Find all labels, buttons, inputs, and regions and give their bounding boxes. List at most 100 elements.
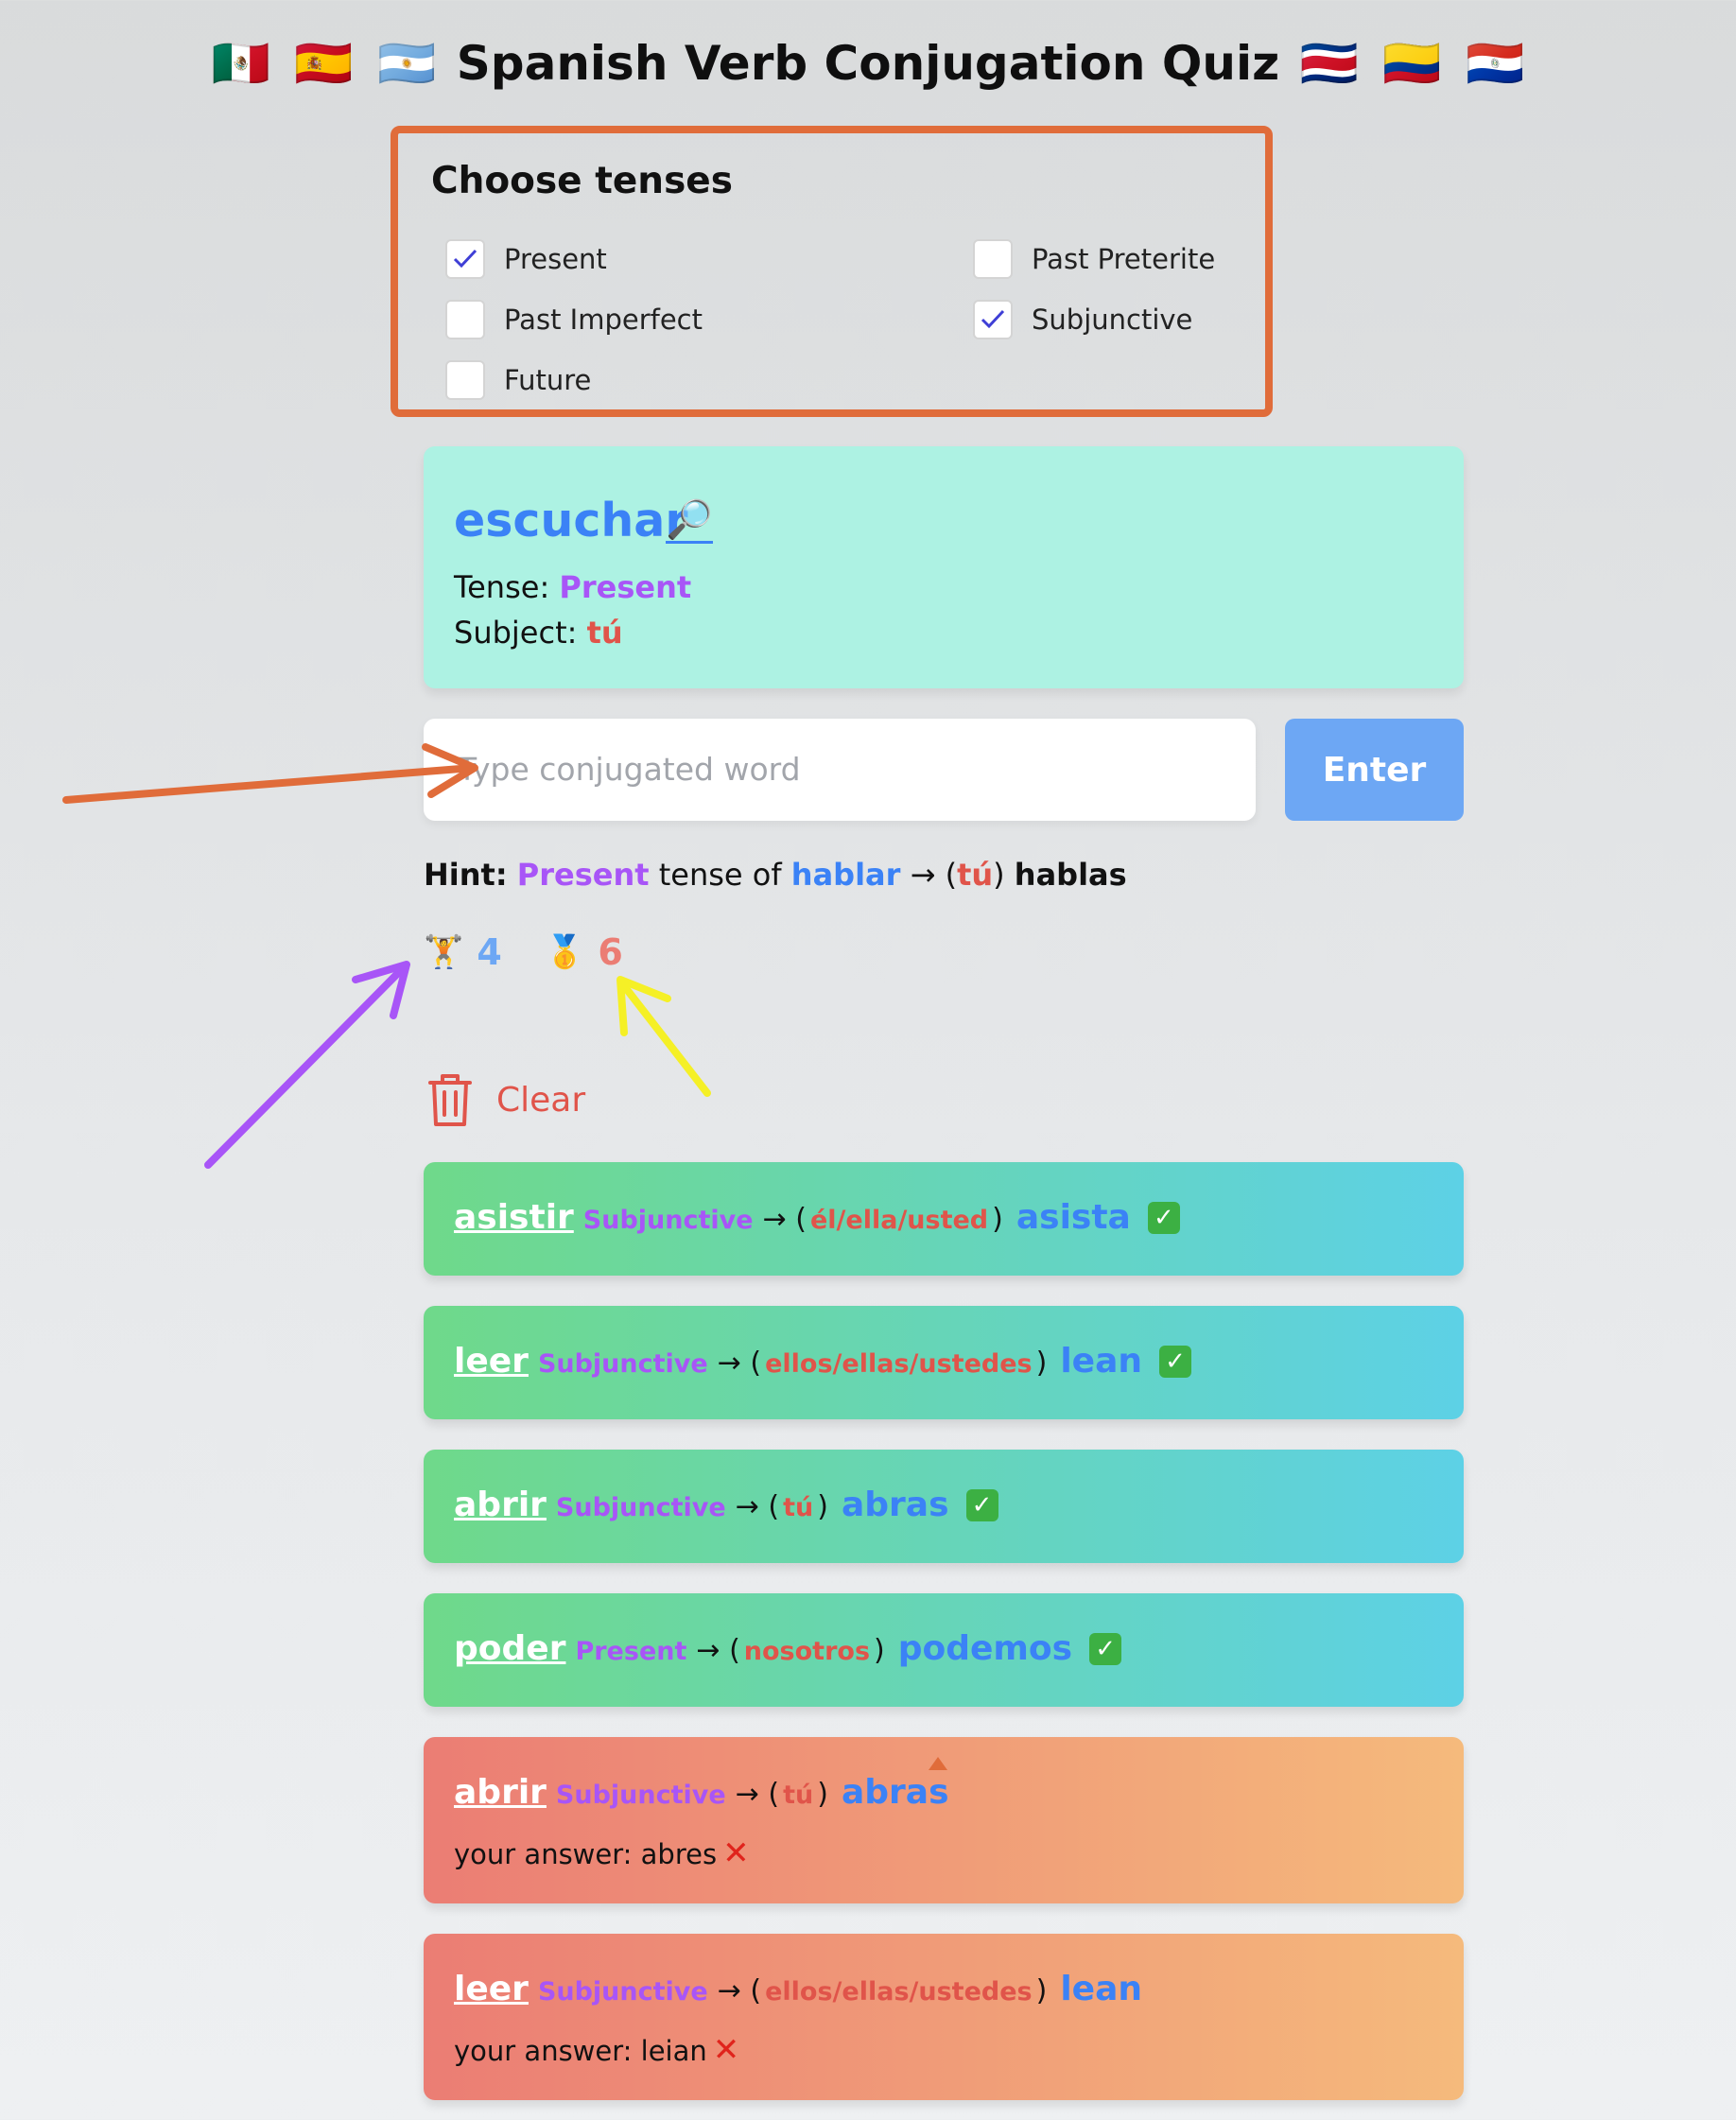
checkbox-future[interactable] bbox=[445, 360, 485, 400]
question-subject: tú bbox=[586, 615, 623, 651]
your-answer-line: your answer: abres✕ bbox=[454, 1834, 750, 1872]
result-tense: Present bbox=[575, 1637, 687, 1666]
arrow-icon: → ( bbox=[717, 1347, 762, 1380]
streak-value: 4 bbox=[477, 931, 502, 973]
cross-mark-icon: ✕ bbox=[722, 1834, 750, 1872]
orange-annotation-arrow bbox=[62, 743, 478, 804]
checkbox-present[interactable] bbox=[445, 239, 485, 279]
question-tense: Present bbox=[559, 569, 692, 605]
yellow-annotation-arrow bbox=[616, 976, 711, 1097]
result-tense: Subjunctive bbox=[537, 1977, 708, 2007]
flag-colombia-icon: 🇨🇴 bbox=[1382, 36, 1442, 91]
subject-label: Subject: bbox=[454, 615, 578, 651]
best-value: 6 bbox=[598, 931, 623, 973]
check-mark-icon: ✓ bbox=[1159, 1345, 1192, 1378]
check-mark-icon: ✓ bbox=[1089, 1632, 1122, 1665]
your-answer-label: your answer: bbox=[454, 2035, 633, 2067]
tense-option-past-imperfect[interactable]: Past Imperfect bbox=[445, 300, 703, 339]
enter-button[interactable]: Enter bbox=[1285, 719, 1464, 821]
paren-close: ) bbox=[817, 1490, 828, 1523]
result-answer: asista bbox=[1016, 1198, 1131, 1237]
tense-option-label: Subjunctive bbox=[1032, 304, 1193, 336]
gold-medal-icon: 🥇 bbox=[545, 933, 585, 971]
streak-score: 🏋️ 4 bbox=[424, 931, 502, 973]
clear-button[interactable]: Clear bbox=[426, 1071, 585, 1128]
flag-paraguay-icon: 🇵🇾 bbox=[1466, 36, 1525, 91]
result-card-correct: asistir Subjunctive → (él/ella/usted) as… bbox=[424, 1162, 1464, 1276]
arrow-icon: → ( bbox=[735, 1490, 780, 1523]
flag-mexico-icon: 🇲🇽 bbox=[211, 36, 270, 91]
result-verb-link[interactable]: leer bbox=[454, 1342, 529, 1381]
tense-option-present[interactable]: Present bbox=[445, 239, 607, 279]
result-verb-link[interactable]: abrir bbox=[454, 1486, 547, 1524]
tense-option-subjunctive[interactable]: Subjunctive bbox=[973, 300, 1192, 339]
result-card-incorrect: leer Subjunctive → (ellos/ellas/ustedes)… bbox=[424, 1934, 1464, 2100]
question-subject-line: Subject: tú bbox=[454, 615, 623, 651]
tense-option-future[interactable]: Future bbox=[445, 360, 591, 400]
tense-chooser: Choose tenses Present Past Imperfect Fut… bbox=[391, 126, 1273, 417]
paren-close: ) bbox=[874, 1634, 885, 1667]
result-verb-link[interactable]: poder bbox=[454, 1629, 566, 1668]
result-tense: Subjunctive bbox=[537, 1349, 708, 1379]
arrow-icon: → bbox=[910, 857, 936, 893]
result-subject: tú bbox=[783, 1781, 814, 1810]
result-subject: él/ella/usted bbox=[809, 1206, 989, 1235]
result-card-incorrect: abrir Subjunctive → (tú) abras your answ… bbox=[424, 1737, 1464, 1903]
result-subject: nosotros bbox=[743, 1637, 871, 1666]
result-tense: Subjunctive bbox=[555, 1781, 726, 1810]
checkbox-subjunctive[interactable] bbox=[973, 300, 1013, 339]
flag-costa-rica-icon: 🇨🇷 bbox=[1299, 36, 1359, 91]
tense-label: Tense: bbox=[454, 569, 550, 605]
arrow-icon: → ( bbox=[696, 1634, 740, 1667]
tense-option-label: Past Preterite bbox=[1032, 243, 1216, 275]
hint-mid: tense of bbox=[658, 857, 782, 893]
question-verb: escuchar bbox=[454, 494, 688, 547]
hint-answer: hablas bbox=[1014, 857, 1127, 893]
question-tense-line: Tense: Present bbox=[454, 569, 691, 605]
magnifier-icon[interactable]: 🔎 bbox=[666, 499, 713, 544]
flag-argentina-icon: 🇦🇷 bbox=[377, 36, 437, 91]
result-subject: ellos/ellas/ustedes bbox=[765, 1977, 1033, 2007]
result-answer: podemos bbox=[897, 1629, 1073, 1668]
result-verb-link[interactable]: leer bbox=[454, 1970, 529, 2008]
result-answer: abras bbox=[841, 1486, 949, 1524]
answer-input[interactable]: Type conjugated word bbox=[424, 719, 1256, 821]
paren-close: ) bbox=[1035, 1347, 1048, 1380]
result-card-correct: poder Present → (nosotros) podemos ✓ bbox=[424, 1593, 1464, 1707]
weightlifter-icon: 🏋️ bbox=[424, 933, 464, 971]
paren-close: ) bbox=[992, 1203, 1003, 1236]
flag-spain-icon: 🇪🇸 bbox=[294, 36, 354, 91]
trash-icon bbox=[428, 1074, 472, 1126]
your-answer-value: abres bbox=[640, 1838, 718, 1870]
checkmark-icon bbox=[453, 249, 477, 269]
check-mark-icon: ✓ bbox=[965, 1488, 998, 1521]
page-title: 🇲🇽 🇪🇸 🇦🇷 Spanish Verb Conjugation Quiz 🇨… bbox=[0, 36, 1736, 92]
arrow-icon: → ( bbox=[717, 1974, 762, 2007]
tense-chooser-heading: Choose tenses bbox=[431, 160, 733, 202]
cross-mark-icon: ✕ bbox=[712, 2031, 740, 2069]
your-answer-label: your answer: bbox=[454, 1838, 633, 1870]
hint-line: Hint: Present tense of hablar → (tú) hab… bbox=[424, 857, 1127, 893]
arrow-icon: → ( bbox=[735, 1778, 780, 1811]
checkbox-past-imperfect[interactable] bbox=[445, 300, 485, 339]
paren-close: ) bbox=[1035, 1974, 1048, 2007]
result-verb-link[interactable]: asistir bbox=[454, 1198, 574, 1237]
hint-verb: hablar bbox=[790, 857, 901, 893]
check-mark-icon: ✓ bbox=[1147, 1201, 1180, 1234]
result-answer: lean bbox=[1060, 1342, 1143, 1381]
tense-option-label: Past Imperfect bbox=[504, 304, 703, 336]
result-verb-link[interactable]: abrir bbox=[454, 1773, 547, 1812]
result-tense: Subjunctive bbox=[555, 1493, 726, 1522]
answer-input-placeholder: Type conjugated word bbox=[458, 751, 801, 788]
tense-option-past-preterite[interactable]: Past Preterite bbox=[973, 239, 1215, 279]
your-answer-line: your answer: leian✕ bbox=[454, 2031, 739, 2069]
result-card-correct: leer Subjunctive → (ellos/ellas/ustedes)… bbox=[424, 1306, 1464, 1419]
tense-option-label: Future bbox=[504, 364, 592, 396]
purple-annotation-arrow bbox=[204, 961, 410, 1169]
title-text: Spanish Verb Conjugation Quiz bbox=[456, 36, 1280, 91]
hint-subject: tú bbox=[957, 857, 994, 893]
checkbox-past-preterite[interactable] bbox=[973, 239, 1013, 279]
result-card-correct: abrir Subjunctive → (tú) abras ✓ bbox=[424, 1450, 1464, 1563]
your-answer-value: leian bbox=[640, 2035, 707, 2067]
tense-option-label: Present bbox=[504, 243, 607, 275]
